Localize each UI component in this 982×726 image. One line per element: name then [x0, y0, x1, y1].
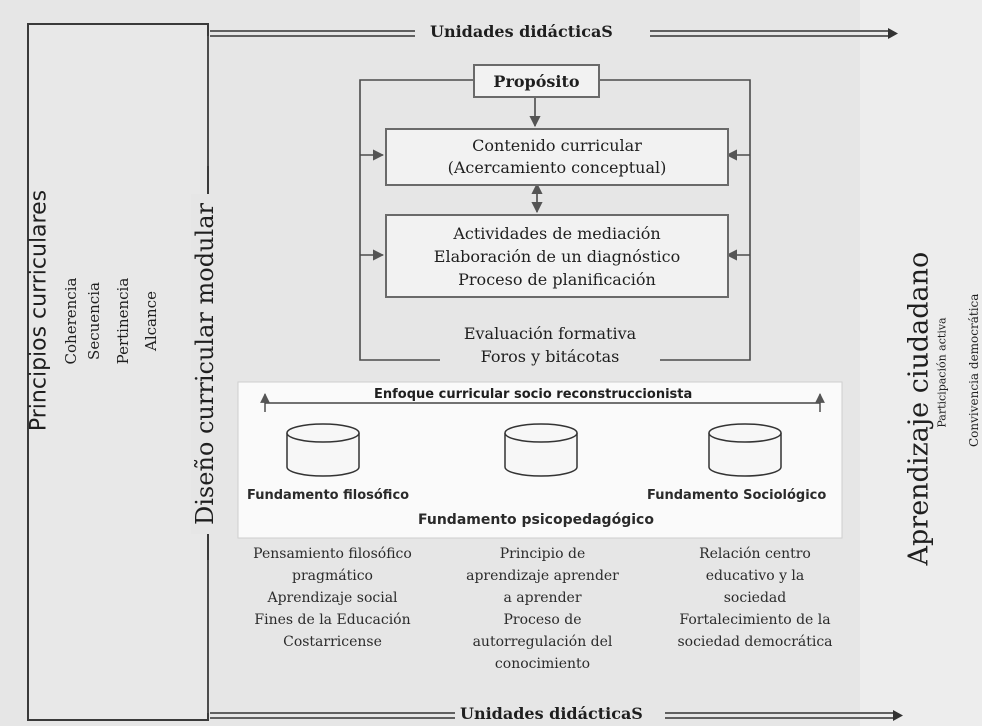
foundation-sociological-label: Fundamento Sociológico: [647, 488, 827, 503]
evaluation-line-1: Evaluación formativa: [463, 324, 637, 343]
bottom-banner-arrow: [210, 712, 895, 719]
left-panel-title: Principios curriculares: [26, 189, 52, 432]
evaluation-line-2: Foros y bitácotas: [480, 347, 620, 366]
bottom-right-line-3: sociedad: [723, 590, 787, 606]
content-line-1: Contenido curricular: [472, 136, 642, 155]
right-panel-title: Aprendizaje ciudadano: [903, 251, 935, 566]
bottom-right-line-2: educativo y la: [705, 568, 805, 584]
bottom-col-right: Relación centro educativo y la sociedad …: [660, 543, 850, 653]
bottom-left-line-1: Pensamiento filosófico: [253, 546, 412, 562]
cylinder-psychopedagogical: [504, 423, 578, 477]
approach-arrow: [260, 393, 825, 412]
activities-box: Actividades de mediación Elaboración de …: [385, 214, 729, 298]
left-item-alcance: Alcance: [142, 291, 160, 351]
cylinder-philosophical: [286, 423, 360, 477]
left-panel-frame: [27, 23, 209, 721]
bottom-middle-line-3: a aprender: [503, 590, 582, 606]
activities-line-3: Proceso de planificación: [458, 269, 656, 289]
content-line-2: (Acercamiento conceptual): [447, 158, 667, 177]
activities-line-1: Actividades de mediación: [453, 223, 661, 243]
foundation-psychopedagogical-label: Fundamento psicopedagógico: [418, 512, 654, 528]
bottom-middle-line-2: aprendizaje aprender: [466, 568, 619, 584]
bottom-right-line-1: Relación centro: [699, 546, 811, 562]
bottom-middle-line-4: Proceso de: [503, 612, 582, 628]
purpose-box: Propósito: [473, 64, 600, 98]
evaluation-text: Evaluación formativa Foros y bitácotas: [420, 322, 680, 368]
bottom-middle-line-6: conocimiento: [494, 656, 591, 672]
activities-line-2: Elaboración de un diagnóstico: [433, 246, 681, 266]
bottom-left-line-5: Costarricense: [283, 634, 382, 650]
bottom-left-line-2: pragmático: [292, 568, 373, 584]
bottom-left-line-3: Aprendizaje social: [267, 590, 398, 606]
foundation-philosophical-label: Fundamento filosófico: [247, 488, 410, 503]
bottom-right-line-4: Fortalecimiento de la: [679, 612, 831, 628]
bottom-right-line-5: sociedad democrática: [677, 634, 833, 650]
left-item-coherencia: Coherencia: [62, 277, 80, 365]
top-banner: Unidades didácticaS: [430, 22, 613, 41]
bottom-left-line-4: Fines de la Educación: [254, 612, 411, 628]
left-item-pertinencia: Pertinencia: [114, 277, 132, 365]
approach-label: Enfoque curricular socio reconstruccioni…: [370, 387, 697, 402]
bottom-col-middle: Principio de aprendizaje aprender a apre…: [455, 543, 630, 675]
right-item-participacion: Participación activa: [935, 317, 949, 428]
bottom-col-left: Pensamiento filosófico pragmático Aprend…: [240, 543, 425, 653]
bottom-middle-line-5: autorregulación del: [472, 634, 613, 650]
purpose-label: Propósito: [493, 71, 580, 91]
bottom-banner: Unidades didácticaS: [460, 704, 643, 723]
vertical-curricular-design-label: Diseño curricular modular: [191, 194, 219, 534]
bottom-middle-line-1: Principio de: [499, 546, 586, 562]
right-item-convivencia: Convivencia democrática: [967, 293, 981, 447]
left-item-secuencia: Secuencia: [85, 282, 103, 360]
cylinder-sociological: [708, 423, 782, 477]
top-banner-arrow: [210, 30, 890, 37]
feedback-loop: [359, 79, 751, 361]
content-box: Contenido curricular (Acercamiento conce…: [385, 128, 729, 186]
